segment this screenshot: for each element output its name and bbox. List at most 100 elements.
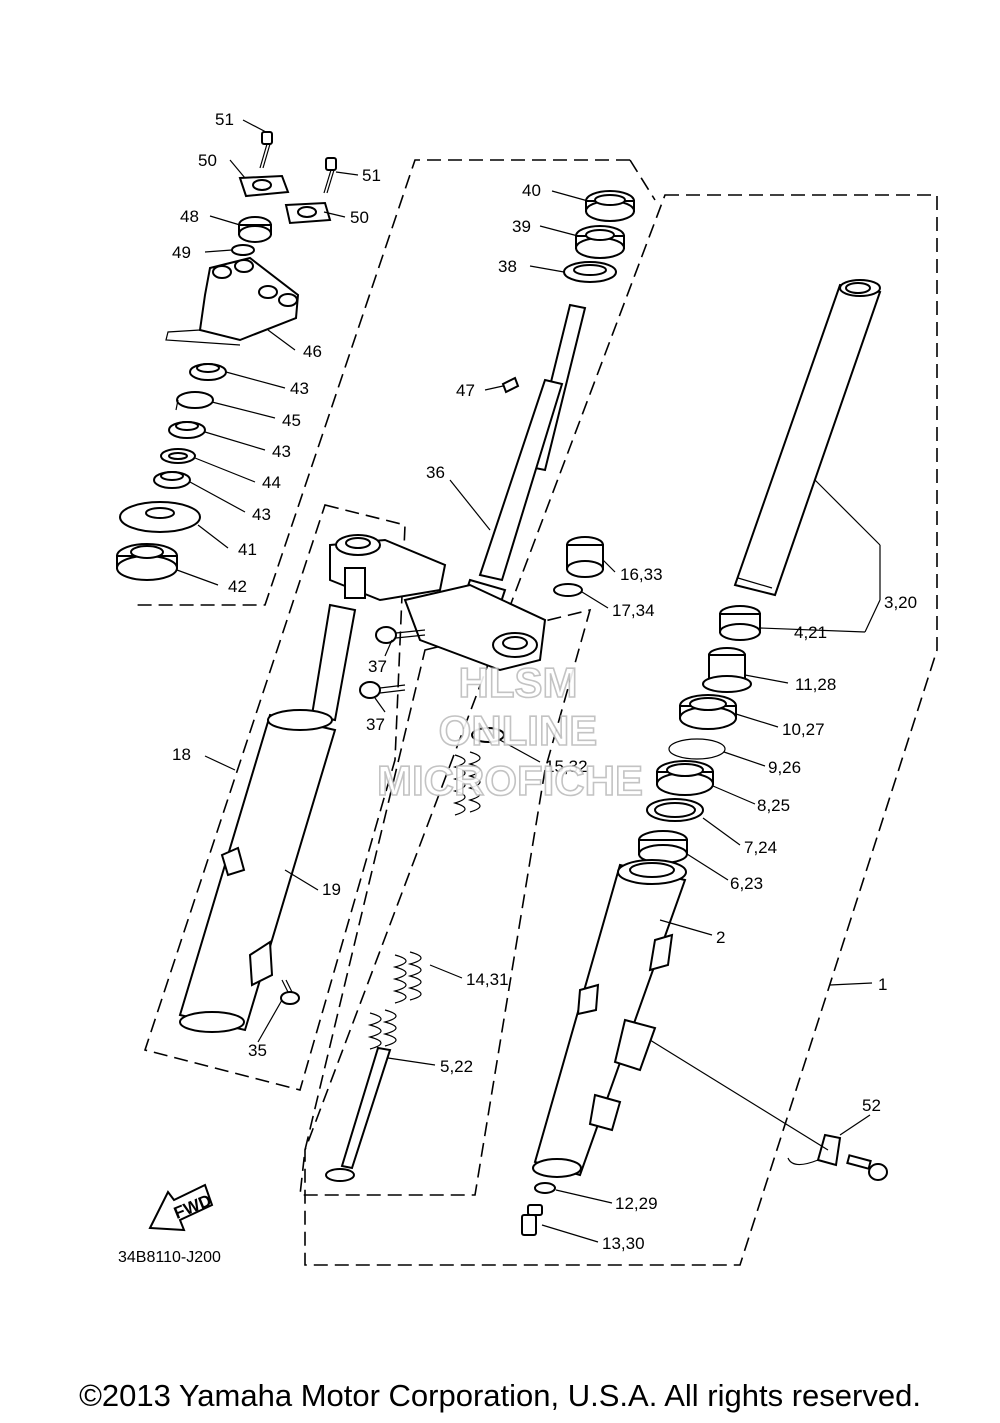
callout-18: 18 [172, 745, 191, 764]
callout-12-29: 12,29 [615, 1194, 658, 1213]
callout-47: 47 [456, 381, 475, 400]
cap-bolt-16 [566, 536, 604, 578]
callout-45: 45 [282, 411, 301, 430]
dust-seal-6 [638, 830, 688, 864]
callout-39: 39 [512, 217, 531, 236]
ring-nut-43-b [168, 421, 206, 439]
group-boundary-inner-fork [143, 504, 406, 1091]
inner-tube-3 [733, 279, 882, 597]
handlebar-holder-50-right [284, 201, 332, 225]
callout-40: 40 [522, 181, 541, 200]
lock-washer-45 [175, 391, 214, 411]
callout-46: 46 [303, 342, 322, 361]
bolt-37-b [359, 681, 406, 699]
callout-2: 2 [716, 928, 725, 947]
clip-9 [668, 738, 726, 760]
group-boundary-steering-stem-right [629, 159, 656, 201]
callout-10-27: 10,27 [782, 720, 825, 739]
callout-44: 44 [262, 473, 281, 492]
copyright-notice: ©2013 Yamaha Motor Corporation, U.S.A. A… [79, 1378, 921, 1413]
bolt-51-left [259, 131, 273, 169]
fwd-label: FWD [171, 1191, 214, 1223]
callout-48: 48 [180, 207, 199, 226]
callout-8-25: 8,25 [757, 796, 790, 815]
callout-36: 36 [426, 463, 445, 482]
spring-14 [392, 951, 422, 1004]
spring-upper [452, 751, 481, 816]
bearing-42 [116, 543, 178, 581]
callout-52: 52 [862, 1096, 881, 1115]
callout-50-left: 50 [198, 151, 217, 170]
callout-6-23: 6,23 [730, 874, 763, 893]
callout-17-34: 17,34 [612, 601, 655, 620]
watermark-line-3: MICROFICHE [377, 757, 643, 804]
bolt-35 [280, 979, 300, 1005]
callout-9-26: 9,26 [768, 758, 801, 777]
dust-seal-7 [646, 798, 704, 822]
watermark-line-1: HLSM [459, 659, 578, 706]
damper-rod-5 [325, 1009, 397, 1182]
callout-3-20: 3,20 [884, 593, 917, 612]
inner-fork-19 [178, 603, 357, 1033]
rubber-washer-44 [160, 448, 196, 464]
spacer-15 [471, 727, 505, 743]
bearing-39 [575, 225, 625, 259]
callout-43-a: 43 [290, 379, 309, 398]
callout-42: 42 [228, 577, 247, 596]
callout-43-c: 43 [252, 505, 271, 524]
bolt-13 [521, 1204, 543, 1236]
callout-50-right: 50 [350, 208, 369, 227]
forward-arrow-icon: FWD [148, 1183, 214, 1232]
callout-35: 35 [248, 1041, 267, 1060]
callout-43-b: 43 [272, 442, 291, 461]
callout-41: 41 [238, 540, 257, 559]
collar-47 [501, 376, 520, 394]
upper-bracket-46 [165, 256, 300, 346]
callout-51-left: 51 [215, 110, 234, 129]
o-ring-17 [553, 583, 583, 597]
washer-49 [231, 244, 255, 256]
callout-38: 38 [498, 257, 517, 276]
group-boundary-spring-set [299, 608, 592, 1196]
callout-37-b: 37 [366, 715, 385, 734]
leader-lines [176, 119, 881, 1243]
callout-14-31: 14,31 [466, 970, 509, 989]
cover-40 [585, 190, 635, 222]
cover-41 [119, 501, 201, 533]
callout-labels: 51 50 48 49 51 50 46 43 45 43 44 43 41 4… [172, 110, 917, 1253]
guide-52 [787, 1133, 888, 1181]
group-boundary-steering-stem [132, 159, 630, 606]
bushing-11 [702, 647, 752, 693]
callout-51-right: 51 [362, 166, 381, 185]
callout-19: 19 [322, 880, 341, 899]
under-bracket-18 [329, 534, 447, 602]
washer-10 [679, 694, 737, 730]
race-38 [563, 261, 617, 283]
callout-11-28: 11,28 [795, 675, 836, 694]
bolt-51-right [323, 157, 337, 194]
callout-4-21: 4,21 [794, 623, 827, 642]
callout-5-22: 5,22 [440, 1057, 473, 1076]
callout-49: 49 [172, 243, 191, 262]
callout-7-24: 7,24 [744, 838, 777, 857]
group-boundary-fork-assembly [304, 194, 938, 1266]
ring-nut-43-c [153, 471, 191, 489]
ring-nut-43-a [189, 363, 227, 381]
callout-15-32: 15,32 [545, 757, 588, 776]
callout-16-33: 16,33 [620, 565, 663, 584]
drawing-code: 34B8110-J200 [118, 1249, 221, 1266]
bushing-4 [719, 605, 761, 641]
washer-12 [534, 1182, 556, 1194]
oil-seal-8 [656, 760, 714, 796]
callout-13-30: 13,30 [602, 1234, 645, 1253]
damper-48 [238, 216, 272, 243]
callout-1: 1 [878, 975, 887, 994]
steering-stem-36 [403, 303, 587, 672]
outer-tube-2 [532, 859, 687, 1178]
handlebar-holder-50-left [238, 174, 290, 198]
watermark: HLSM ONLINE MICROFICHE [376, 658, 644, 805]
watermark-line-2: ONLINE [439, 707, 598, 754]
bolt-37-a [375, 626, 426, 644]
